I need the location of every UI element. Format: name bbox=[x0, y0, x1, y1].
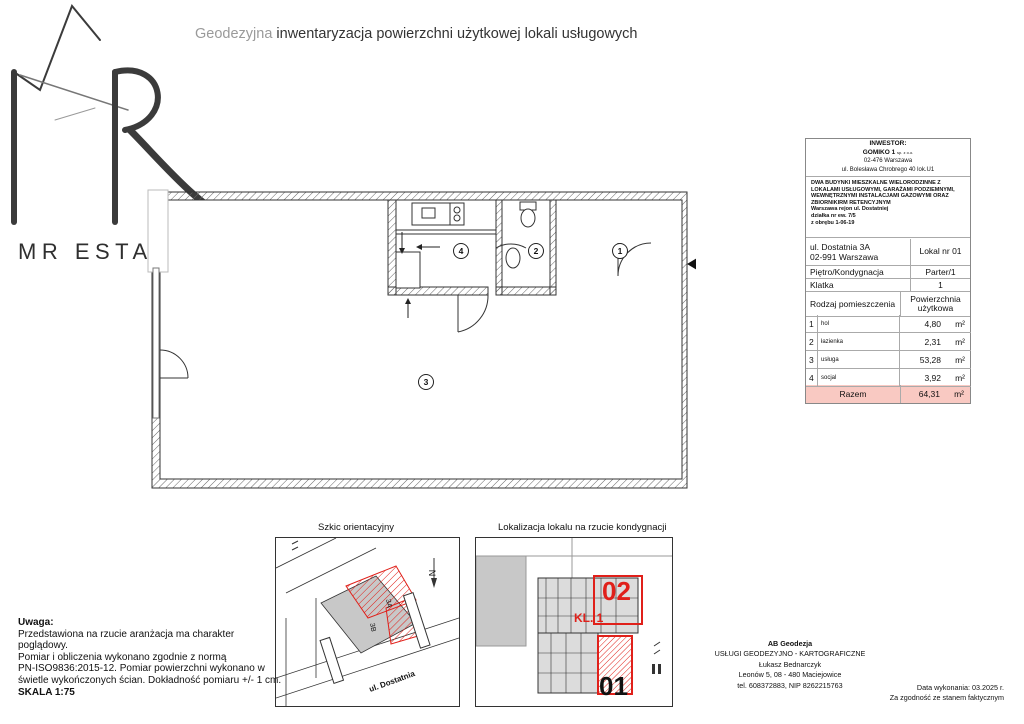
room-name: socjal bbox=[821, 375, 837, 381]
staircase-value: 1 bbox=[938, 280, 943, 290]
scale-label: SKALA 1:75 bbox=[18, 686, 75, 698]
notes-line: PN-ISO9836:2015-12. Pomiar powierzchni w… bbox=[18, 663, 265, 675]
total-area: 64,31 bbox=[918, 389, 940, 399]
location-caption: Lokalizacja lokalu na rzucie kondygnacji bbox=[498, 522, 667, 533]
investor-block: INWESTOR: GOMIKO 1 sp. z o.o. 02-476 War… bbox=[806, 139, 970, 177]
unit-address-line2: 02-991 Warszawa bbox=[810, 252, 879, 262]
total-unit: m² bbox=[954, 389, 964, 399]
area-header: Powierzchnia użytkowa bbox=[910, 294, 961, 313]
title-main: inwentaryzacja powierzchni użytkowej lok… bbox=[276, 26, 638, 42]
total-row: Razem 64,31 m² bbox=[806, 385, 970, 403]
building-label-3b: 3B bbox=[368, 622, 377, 633]
info-box: INWESTOR: GOMIKO 1 sp. z o.o. 02-476 War… bbox=[805, 138, 971, 404]
room-area: 2,31 bbox=[924, 337, 941, 347]
notes: Uwaga: Przedstawiona na rzucie aranżacja… bbox=[18, 617, 286, 698]
page-title: Geodezyjna inwentaryzacja powierzchni uż… bbox=[195, 26, 637, 42]
unit-address-row: ul. Dostatnia 3A 02-991 Warszawa Lokal n… bbox=[806, 239, 970, 266]
project-parcel: działka nr ew. 7/5 bbox=[811, 212, 856, 219]
unit-address-line1: ul. Dostatnia 3A bbox=[810, 242, 871, 252]
investor-city: 02-476 Warszawa bbox=[863, 158, 913, 164]
total-label: Razem bbox=[839, 389, 867, 399]
location-label-02: 02 bbox=[602, 576, 631, 606]
firm-line: USŁUGI GEODEZYJNO - KARTOGRAFICZNE bbox=[714, 649, 866, 659]
north-label: N bbox=[427, 569, 438, 577]
room-name: łazienka bbox=[821, 339, 844, 345]
notes-line: poglądowy. bbox=[18, 640, 68, 652]
plan-room-label-2: 2 bbox=[528, 243, 544, 259]
firm-line: Leonów 5, 08 - 480 Maciejowice bbox=[738, 670, 842, 680]
date-label: Data wykonania: 03.2025 r. bbox=[916, 683, 1004, 692]
location-label-kl: KL. 1 bbox=[574, 611, 604, 625]
project-block: DWA BUDYNKI MIESZKALNE WIELORODZINNE Z L… bbox=[806, 176, 970, 238]
floor-plan bbox=[147, 189, 696, 489]
room-area: 4,80 bbox=[924, 319, 941, 329]
room-name: hol bbox=[821, 321, 830, 327]
location-label-01: 01 bbox=[599, 671, 628, 701]
room-no: 2 bbox=[809, 337, 814, 347]
mr-estates-logo-icon bbox=[11, 4, 240, 229]
room-area: 53,28 bbox=[919, 355, 941, 365]
floor-row: Piętro/Kondygnacja Parter/1 bbox=[806, 266, 970, 279]
table-row: 3 usługa 53,28 m² bbox=[806, 351, 971, 369]
orientation-sketch: N ul. Dostatnia 3A 3B bbox=[275, 537, 460, 707]
investor-name: GOMIKO 1 bbox=[862, 148, 896, 156]
investor-address: ul. Bolesława Chrobrego 40 lok.U1 bbox=[841, 166, 935, 173]
unit-number: Lokal nr 01 bbox=[919, 246, 962, 256]
investor-suffix: sp. z o.o. bbox=[897, 149, 914, 155]
room-unit: m² bbox=[955, 319, 965, 329]
firm-name: AB Geodezja bbox=[767, 639, 813, 648]
room-no: 3 bbox=[809, 355, 814, 365]
table-header-row: Rodzaj pomieszczenia Powierzchnia użytko… bbox=[806, 292, 970, 317]
firm-line: tel. 608372883, NIP 8262215763 bbox=[737, 680, 843, 690]
project-description: DWA BUDYNKI MIESZKALNE WIELORODZINNE Z L… bbox=[811, 180, 955, 206]
firm-line: Łukasz Bednarczyk bbox=[758, 659, 822, 669]
room-name: usługa bbox=[821, 357, 839, 363]
date-block: Data wykonania: 03.2025 r. Za zgodność z… bbox=[876, 683, 1004, 703]
room-area: 3,92 bbox=[924, 373, 941, 383]
plan-room-label-4: 4 bbox=[453, 243, 469, 259]
room-unit: m² bbox=[955, 355, 965, 365]
investor-label: INWESTOR: bbox=[869, 140, 907, 147]
project-location: Warszawa rejon ul. Dostatniej bbox=[811, 206, 889, 213]
plan-room-label-1: 1 bbox=[612, 243, 628, 259]
location-map: 02 KL. 1 01 bbox=[475, 537, 673, 707]
notes-line: Pomiar i obliczenia wykonano zgodnie z n… bbox=[18, 651, 227, 663]
date-note: Za zgodność ze stanem faktycznym bbox=[889, 693, 1004, 702]
room-no: 1 bbox=[809, 319, 814, 329]
room-type-header: Rodzaj pomieszczenia bbox=[810, 299, 896, 309]
staircase-label: Klatka bbox=[810, 280, 834, 290]
floor-value: Parter/1 bbox=[925, 267, 956, 277]
room-unit: m² bbox=[955, 337, 965, 347]
project-precinct: z obrębu 1-06-19 bbox=[811, 219, 855, 226]
table-row: 4 socjal 3,92 m² bbox=[806, 369, 971, 387]
notes-line: Przedstawiona na rzucie aranżacja ma cha… bbox=[18, 628, 235, 640]
room-no: 4 bbox=[809, 373, 814, 383]
table-row: 1 hol 4,80 m² bbox=[806, 315, 971, 333]
room-unit: m² bbox=[955, 373, 965, 383]
floor-label: Piętro/Kondygnacja bbox=[810, 267, 884, 277]
surveyor-block: AB Geodezja USŁUGI GEODEZYJNO - KARTOGRA… bbox=[700, 639, 880, 691]
plan-room-label-3: 3 bbox=[418, 374, 434, 390]
sketch-caption: Szkic orientacyjny bbox=[318, 522, 395, 533]
notes-line: świetle wykończonych ścian. Dokładność p… bbox=[18, 674, 282, 686]
building-label-3a: 3A bbox=[384, 598, 393, 609]
title-prefix: Geodezyjna bbox=[195, 26, 273, 42]
table-row: 2 łazienka 2,31 m² bbox=[806, 333, 971, 351]
staircase-row: Klatka 1 bbox=[806, 279, 970, 292]
unit-address: ul. Dostatnia 3A 02-991 Warszawa bbox=[810, 242, 878, 262]
notes-heading: Uwaga: bbox=[18, 617, 54, 628]
